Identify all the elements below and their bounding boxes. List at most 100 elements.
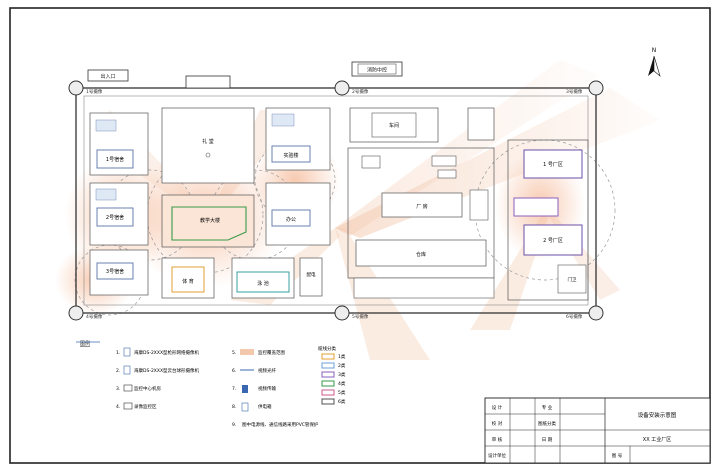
- pole-marker: [334, 80, 350, 96]
- cable-label: 6类: [338, 398, 346, 405]
- lower-strip: [353, 277, 495, 299]
- pole-marker: [68, 80, 84, 96]
- legend-id: 9.: [232, 422, 236, 428]
- dorm1-label: 1号宿舍: [106, 156, 124, 163]
- main-building-outline: [171, 206, 247, 241]
- workshop-inner: [371, 112, 417, 138]
- warehouse-label: 仓库: [416, 251, 426, 258]
- coverage-circle: [474, 139, 616, 281]
- hall-camera-marker: [205, 152, 211, 158]
- legend-id: 5.: [232, 350, 236, 356]
- dome-camera-icon: [123, 365, 131, 375]
- title-row-label: 设 计: [492, 404, 503, 411]
- cable-label: 4类: [338, 380, 346, 387]
- legend-header: 图例: [80, 340, 90, 347]
- cable-header: 缆线分类: [318, 345, 336, 352]
- legend-item-label: 图中电源线、通信线路采用PVC管保护: [242, 421, 319, 428]
- factory-label: 厂 房: [416, 203, 428, 210]
- legend-item-label: 视频光纤: [258, 367, 276, 374]
- guard-label: 门卫: [568, 276, 577, 283]
- dorm2-label: 2号宿舍: [106, 214, 124, 221]
- workshop-label: 车间: [389, 122, 399, 129]
- right-buildings: 1 号厂区 2 号厂区 门卫: [507, 139, 589, 301]
- gym-inner: [171, 266, 205, 293]
- factory-sub-a: [361, 155, 381, 169]
- legend-col-2: 5. 监控覆盖范围 6. 视频光纤 7. 视频传输 8. 供电箱 9. 图中电源…: [232, 349, 319, 428]
- record-area-icon: [123, 402, 133, 410]
- legend-item-label: 监控覆盖范围: [258, 349, 285, 356]
- drawing-frame: [9, 7, 711, 464]
- control-room-icon: [123, 384, 133, 392]
- dorm1-icon: [95, 119, 117, 132]
- legend-item-label: 供电箱: [258, 403, 272, 410]
- pole-label: 1号摄像: [86, 88, 103, 95]
- drawing-title: 设备安装示意图: [638, 411, 677, 419]
- dorm2-icon: [95, 188, 117, 201]
- entrance-label: 出入口: [100, 73, 115, 80]
- hall-block: [161, 107, 255, 184]
- guard-block: [557, 264, 587, 294]
- cable-swatch: [321, 389, 335, 396]
- legend-item-label: 录像监控区: [134, 403, 157, 410]
- fixed-camera-icon: [123, 347, 131, 357]
- control-box-inner: [357, 63, 397, 75]
- pole-label: 3号摄像: [566, 88, 583, 95]
- camera-poles: [68, 80, 604, 321]
- legend: 图例 1. 海康DS-2XXX型枪形网络摄像机 2. 海康DS-2XXX型云台球…: [76, 340, 346, 428]
- dorm1-inner: [96, 149, 134, 169]
- pole-label: 4号摄像: [86, 313, 103, 320]
- legend-id: 4.: [116, 404, 120, 410]
- title-row-label: 审 核: [492, 436, 503, 443]
- factory-side: [469, 189, 489, 221]
- title-block-frame: [484, 397, 711, 464]
- pole-marker: [588, 80, 604, 96]
- small-block-label: 配电: [307, 271, 316, 278]
- left-buildings: 1号宿舍 2号宿舍 3号宿舍: [89, 112, 149, 296]
- gym-label: 体 育: [182, 278, 194, 285]
- title-mid-label: 日 期: [542, 437, 553, 443]
- pole-marker: [334, 305, 350, 321]
- title-row-label: 设计单位: [488, 452, 506, 459]
- north-arrow-icon: [648, 55, 661, 77]
- right-top-label: 1 号厂区: [543, 162, 563, 168]
- cable-swatch: [321, 380, 335, 387]
- project-name: XX 工业厂区: [643, 436, 671, 443]
- video-transmit-icon: [242, 385, 248, 393]
- right-area: [507, 139, 589, 301]
- north-arrow-dark: [648, 56, 654, 76]
- annex-block: [467, 107, 495, 141]
- title-mid-label: 专 业: [542, 404, 553, 411]
- pole-marker: [588, 305, 604, 321]
- legend-id: 1.: [116, 350, 120, 356]
- north-arrow-light: [653, 55, 661, 77]
- pole-label: 2号摄像: [352, 88, 369, 95]
- sheet-no-label: 图 号: [612, 453, 623, 459]
- warehouse-block: [355, 239, 487, 267]
- hall-label: 礼 堂: [202, 138, 214, 145]
- lab-label: 实验楼: [283, 152, 298, 159]
- north-label: N: [652, 47, 657, 54]
- legend-id: 3.: [116, 386, 120, 392]
- lab-inner: [271, 145, 311, 163]
- legend-id: 7.: [232, 386, 236, 392]
- title-row-label: 校 对: [492, 420, 503, 427]
- main-building-block: [161, 194, 255, 248]
- right-bottom-block: [523, 224, 583, 256]
- legend-item-label: 海康DS-2XXX型枪形网络摄像机: [134, 349, 200, 356]
- legend-col-1: 1. 海康DS-2XXX型枪形网络摄像机 2. 海康DS-2XXX型云台球形摄像…: [116, 347, 200, 410]
- center-buildings: 礼 堂 教学大楼 体 育 泳 池 实验楼 办公 配电: [161, 107, 331, 299]
- cable-label: 2类: [338, 362, 346, 369]
- lab-icon: [271, 113, 295, 127]
- cable-label: 5类: [338, 389, 346, 396]
- legend-item-label: 视频传输: [258, 385, 276, 392]
- office-inner: [271, 209, 311, 227]
- entrance-box: [87, 69, 129, 82]
- power-box-icon: [241, 402, 249, 412]
- dorm3-label: 3号宿舍: [106, 268, 124, 275]
- pole-marker: [68, 305, 84, 321]
- right-bottom-label: 2 号厂区: [543, 238, 563, 244]
- pool-label: 泳 池: [257, 280, 269, 287]
